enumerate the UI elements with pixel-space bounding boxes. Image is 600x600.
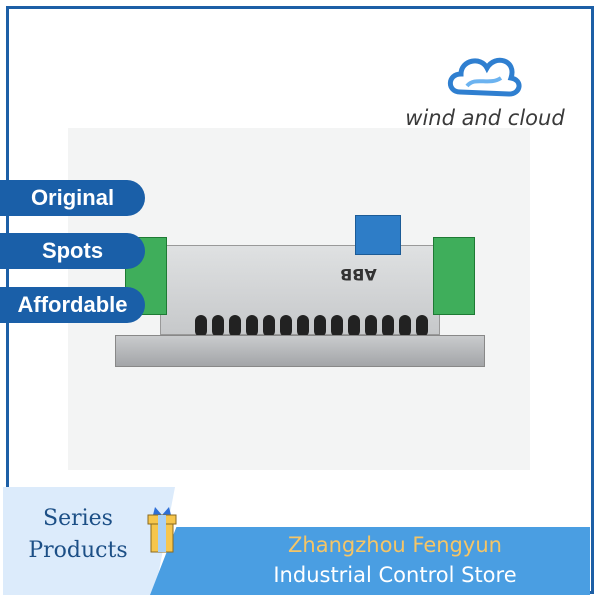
store-banner [150,527,590,595]
right-terminal-block [433,237,475,315]
series-line2: Products [28,538,128,563]
tag-spots: Spots [0,233,145,269]
store-name-line2: Industrial Control Store [273,563,517,587]
cloud-icon [447,57,522,97]
vent-slots [195,315,428,337]
store-name-line1: Zhangzhou Fengyun [288,533,502,557]
series-line1: Series [43,506,113,531]
relay [355,215,401,255]
series-products-label: Series Products [18,503,138,567]
device-brand-mark: ABB [340,265,377,284]
tag-original: Original [0,180,145,216]
tag-affordable: Affordable [0,287,145,323]
brand-logo: wind and cloud [400,50,570,150]
device-base [115,335,485,367]
logo-text: wind and cloud [405,106,565,130]
series-panel [3,487,175,595]
gift-icon [147,507,177,553]
product-device: ABB [115,215,485,370]
